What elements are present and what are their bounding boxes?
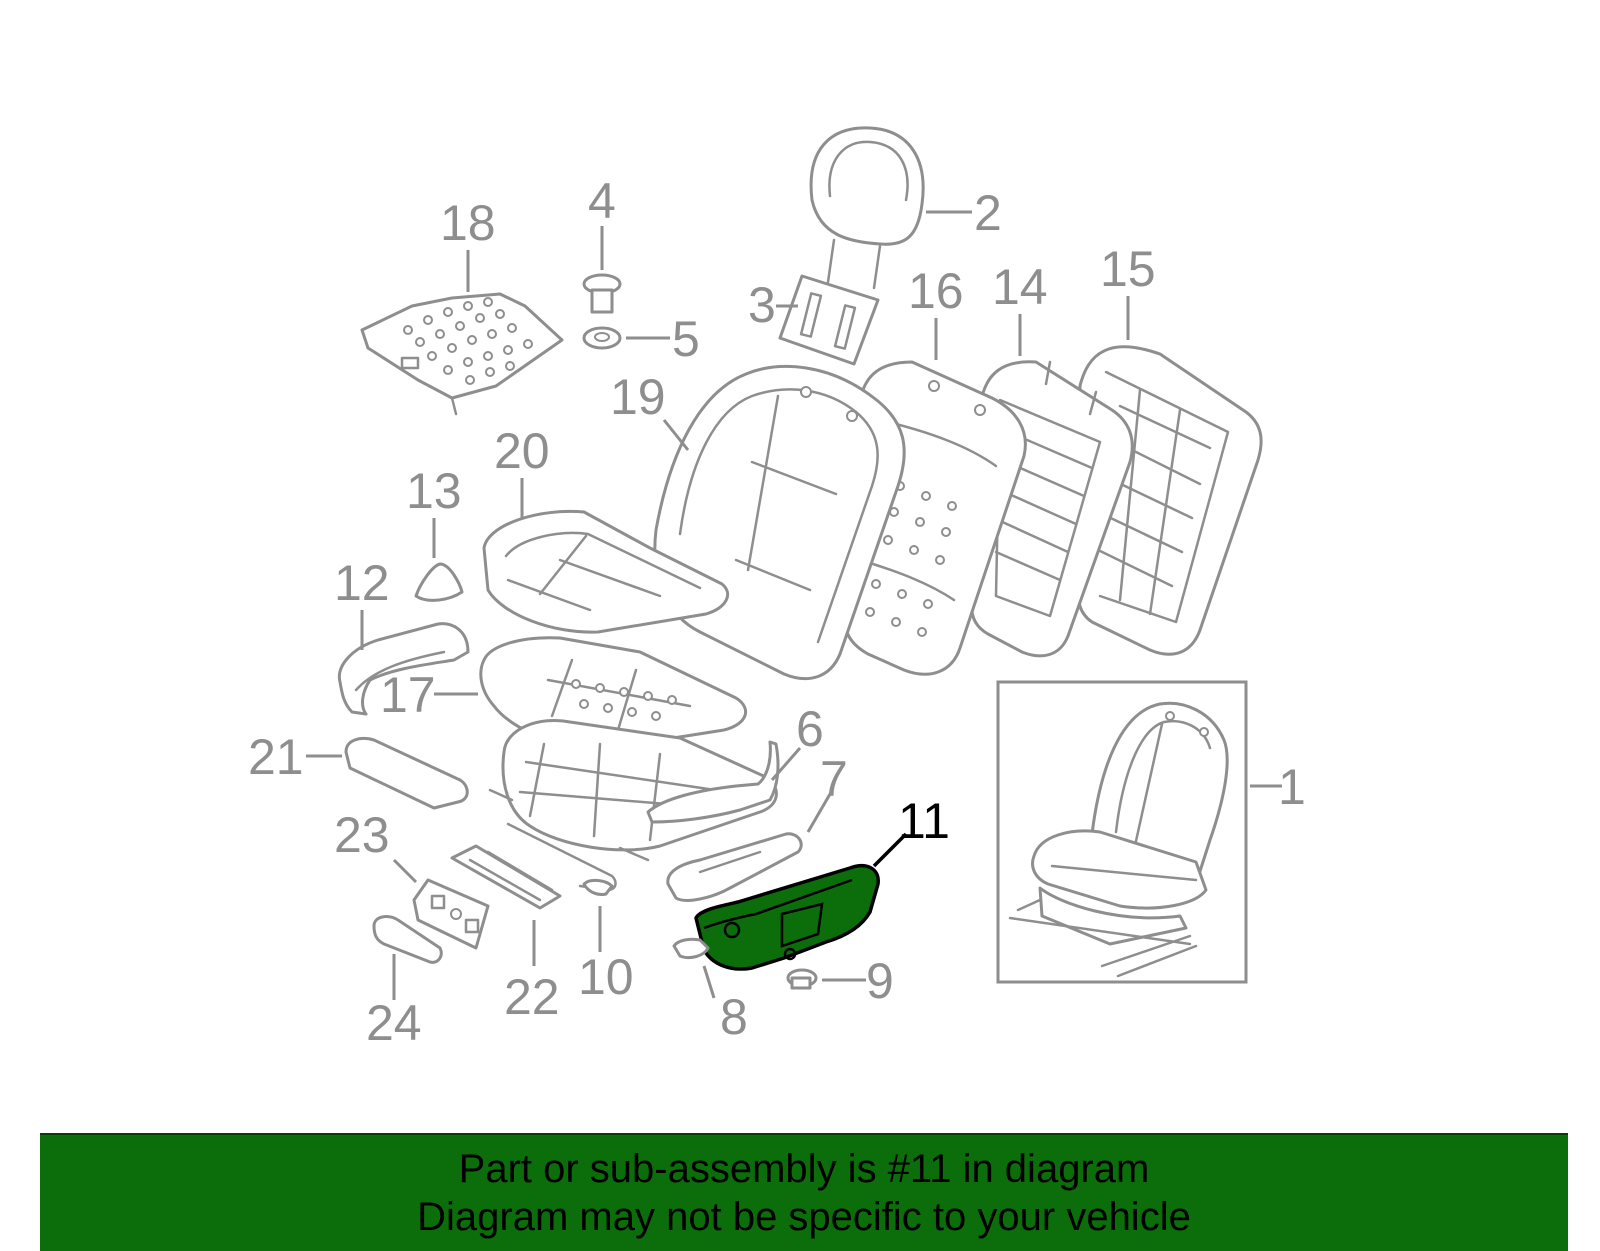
callout-11: 11: [898, 793, 950, 849]
callout-21: 21: [248, 729, 304, 785]
callout-23: 23: [334, 807, 390, 863]
leader-19: [662, 419, 690, 451]
part-10-cable[interactable]: [506, 822, 617, 896]
callout-15: 15: [1100, 241, 1156, 297]
banner-line-part-number: Part or sub-assembly is #11 in diagram: [458, 1147, 1150, 1191]
leader-23: [392, 858, 418, 884]
leader-6: [770, 747, 802, 781]
callout-13: 13: [406, 463, 462, 519]
leader-7: [806, 793, 832, 833]
part-20-cushion-cover[interactable]: [482, 509, 729, 634]
leader-8: [702, 965, 716, 999]
part-2-headrest[interactable]: [809, 126, 925, 290]
part-9-knob[interactable]: [786, 968, 818, 990]
part-1-seat-assembly[interactable]: [996, 680, 1248, 984]
callout-12: 12: [334, 555, 390, 611]
part-24-handle-trim[interactable]: [372, 915, 443, 964]
callout-6: 6: [796, 701, 824, 757]
part-21-trim-strip[interactable]: [344, 737, 469, 810]
part-3-headrest-guides[interactable]: [778, 274, 880, 366]
callout-18: 18: [440, 195, 496, 251]
part-4-grommet[interactable]: [582, 273, 622, 314]
callout-4: 4: [588, 173, 616, 229]
callout-22: 22: [504, 969, 560, 1025]
callout-7: 7: [820, 751, 848, 807]
part-5-washer[interactable]: [582, 326, 622, 350]
callout-24: 24: [366, 995, 422, 1051]
callout-8: 8: [720, 989, 748, 1045]
callout-19: 19: [610, 369, 666, 425]
banner-line-disclaimer: Diagram may not be specific to your vehi…: [417, 1195, 1191, 1239]
callout-20: 20: [494, 423, 550, 479]
callout-14: 14: [992, 259, 1048, 315]
callout-2: 2: [974, 185, 1002, 241]
part-13-trim-cap[interactable]: [414, 562, 464, 602]
info-banner: Part or sub-assembly is #11 in diagram D…: [40, 1133, 1568, 1251]
part-23-switch-panel[interactable]: [412, 878, 490, 950]
callout-16: 16: [908, 263, 964, 319]
part-6-side-bracket[interactable]: [646, 740, 780, 824]
part-22-trim-panel[interactable]: [450, 844, 562, 910]
callout-5: 5: [672, 311, 700, 367]
part-7-mechanism-cover[interactable]: [666, 832, 803, 902]
callout-3: 3: [748, 277, 776, 333]
callout-17: 17: [380, 667, 436, 723]
callout-10: 10: [578, 949, 634, 1005]
callout-1: 1: [1278, 759, 1306, 815]
part-12-side-trim[interactable]: [337, 622, 470, 716]
leader-11: [872, 832, 908, 868]
part-11-side-shield[interactable]: [694, 863, 880, 971]
part-8-cap[interactable]: [672, 937, 710, 960]
callout-9: 9: [866, 953, 894, 1009]
part-18-heater-mat[interactable]: [360, 292, 564, 416]
